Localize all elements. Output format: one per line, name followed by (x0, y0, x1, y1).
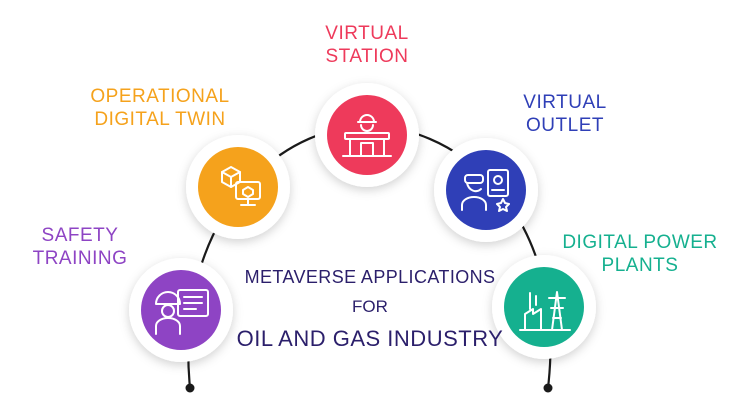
node-safety-training (129, 258, 233, 362)
node-virtual-station-disc (327, 95, 407, 175)
label-virtual-outlet-line2: OUTLET (526, 115, 604, 136)
node-virtual-station (315, 83, 419, 187)
arc-end-dot-right (543, 383, 553, 393)
node-virtual-outlet-disc (446, 150, 526, 230)
label-operational-digital-twin-line2: DIGITAL TWIN (94, 109, 226, 130)
power-plant-icon (519, 291, 571, 331)
center-title-line2: FOR (352, 297, 388, 316)
label-safety-training-line2: TRAINING (32, 248, 128, 269)
label-digital-power-plants: DIGITAL POWER PLANTS (555, 231, 725, 277)
label-virtual-outlet-line1: VIRTUAL (523, 92, 607, 113)
digital-twin-icon (221, 166, 261, 206)
label-safety-training-line1: SAFETY (41, 225, 119, 246)
label-virtual-station-line1: VIRTUAL (325, 23, 409, 44)
node-operational-digital-twin (186, 135, 290, 239)
node-digital-power-plants (492, 255, 596, 359)
node-virtual-outlet (434, 138, 538, 242)
label-safety-training: SAFETY TRAINING (20, 224, 140, 270)
label-digital-power-plants-line2: PLANTS (601, 255, 679, 276)
label-digital-power-plants-line1: DIGITAL POWER (562, 232, 718, 253)
center-title-line1: METAVERSE APPLICATIONS (244, 267, 496, 287)
label-operational-digital-twin: OPERATIONAL DIGITAL TWIN (80, 85, 240, 131)
label-virtual-station: VIRTUAL STATION (307, 22, 427, 68)
vr-outlet-icon (461, 169, 510, 212)
label-virtual-station-line2: STATION (325, 46, 409, 67)
fuel-station-icon (342, 114, 392, 157)
node-operational-digital-twin-disc (198, 147, 278, 227)
center-title-line3: OIL AND GAS INDUSTRY (236, 326, 504, 351)
label-operational-digital-twin-line1: OPERATIONAL (90, 86, 230, 107)
label-virtual-outlet: VIRTUAL OUTLET (505, 91, 625, 137)
worker-training-icon (155, 289, 209, 335)
arc-end-dot-left (185, 383, 195, 393)
